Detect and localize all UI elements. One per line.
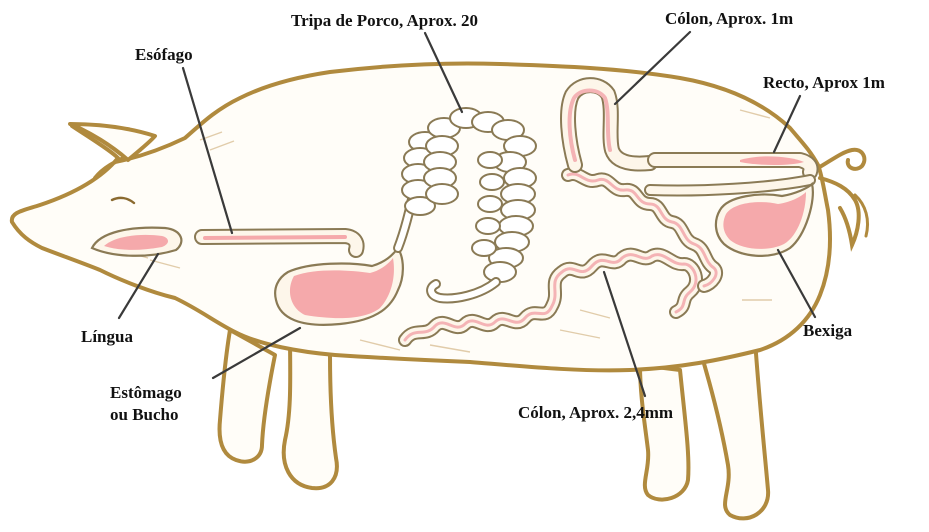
label-lingua: Língua	[81, 327, 133, 346]
front-leg-right	[284, 335, 337, 488]
hind-leg-left	[640, 365, 688, 500]
label-estomago-line1: Estômago	[110, 383, 182, 402]
label-tripa: Tripa de Porco, Aprox. 20	[291, 11, 478, 30]
label-esofago: Esófago	[135, 45, 193, 64]
label-recto: Recto, Aprox 1m	[763, 73, 885, 92]
label-colon-top: Cólon, Aprox. 1m	[665, 9, 793, 28]
front-leg-left	[220, 330, 275, 462]
hind-leg-right	[700, 340, 768, 518]
label-bexiga: Bexiga	[803, 321, 853, 340]
pig-body-outline	[12, 63, 830, 370]
label-colon-bottom: Cólon, Aprox. 2,4mm	[518, 403, 673, 422]
label-estomago-line2: ou Bucho	[110, 405, 179, 424]
